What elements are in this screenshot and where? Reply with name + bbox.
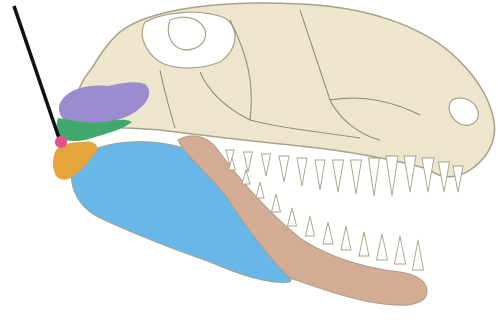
upper-tooth: [369, 158, 380, 196]
lower-tooth: [413, 240, 424, 270]
lower-tooth: [341, 226, 351, 250]
upper-tooth: [333, 160, 344, 192]
upper-tooth: [351, 160, 362, 194]
lower-tooth: [377, 234, 388, 260]
upper-tooth: [422, 158, 434, 192]
upper-tooth: [315, 160, 325, 190]
lower-tooth: [242, 170, 250, 184]
upper-tooth: [386, 156, 398, 196]
lower-tooth: [359, 232, 369, 256]
lower-tooth: [306, 216, 315, 236]
lower-tooth: [288, 208, 297, 226]
upper-tooth: [297, 158, 307, 186]
lower-tooth: [256, 182, 264, 198]
upper-tooth: [404, 156, 416, 192]
upper-tooth: [453, 166, 463, 192]
upper-tooth: [279, 156, 289, 182]
joint-marker: [55, 136, 67, 148]
pointer-line: [14, 6, 60, 141]
upper-tooth: [244, 152, 253, 172]
lower-tooth: [395, 236, 406, 264]
lower-tooth: [323, 222, 333, 244]
lower-tooth: [272, 194, 281, 212]
orbit-inner: [168, 17, 205, 50]
upper-tooth: [262, 154, 271, 176]
